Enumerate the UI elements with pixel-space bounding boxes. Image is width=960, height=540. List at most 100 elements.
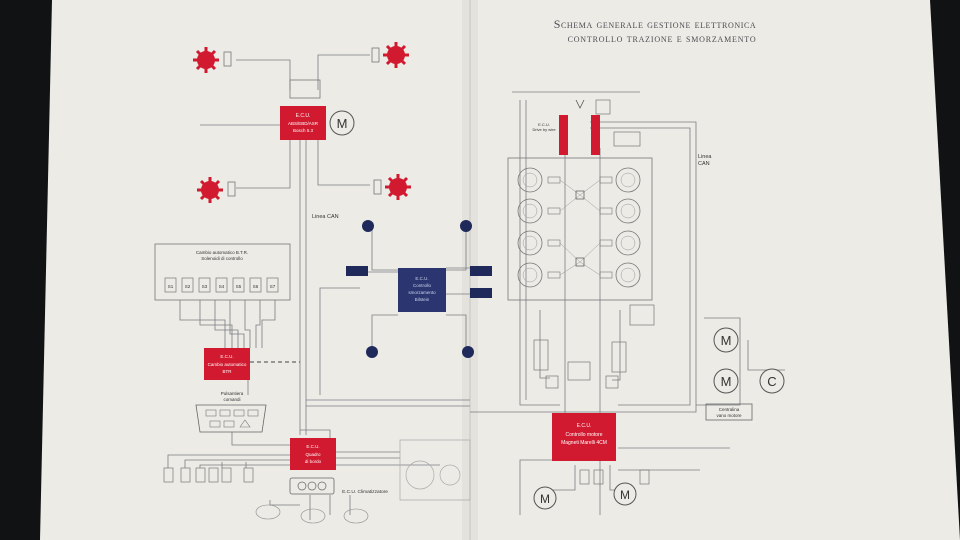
cylinder bbox=[615, 230, 641, 256]
cambio-solenoid-box: Cambio automatico B.T.R. Solenoidi di co… bbox=[154, 243, 291, 301]
harness-line bbox=[559, 242, 581, 263]
harness-line bbox=[579, 242, 601, 263]
ecu-motore-line1: E.C.U. bbox=[577, 423, 592, 429]
solenoid-label: S4 bbox=[219, 284, 225, 289]
ecu-motore-line2: Controllo motore bbox=[566, 432, 603, 438]
label-linea-can-right-1: Linea bbox=[698, 154, 712, 160]
solenoid-label: S3 bbox=[202, 284, 208, 289]
engine-cylinders bbox=[517, 167, 641, 288]
brochure-paper bbox=[40, 0, 960, 540]
cylinder-inner bbox=[522, 172, 538, 188]
ecu-cambio-line2: Cambio automatico bbox=[208, 362, 247, 367]
harness-line bbox=[579, 194, 601, 212]
ecu-quadro-line1: E.C.U. bbox=[306, 444, 319, 449]
cylinder-inner bbox=[620, 203, 636, 219]
ecu-smorzamento-line2: Controllo bbox=[413, 283, 432, 288]
cylinder bbox=[615, 262, 641, 288]
cylinder bbox=[517, 262, 543, 288]
ecu-smorzamento-line4: Bilstein bbox=[415, 297, 430, 302]
ecu-abs: E.C.U. ABS/EBD/ASR Bosch 5.3 bbox=[280, 79, 326, 140]
solenoid-box bbox=[232, 277, 245, 293]
ac-compressor: C bbox=[759, 368, 785, 394]
label-linea-can-right-2: CAN bbox=[698, 161, 710, 167]
ecu-cambio-line3: BTR bbox=[223, 369, 233, 374]
ecu-quadro-line2: Quadro bbox=[305, 452, 321, 457]
fan-motor-upper-symbol: M bbox=[721, 333, 732, 348]
solenoid-label: S1 bbox=[168, 284, 174, 289]
ecu-smorzamento: E.C.U. Controllo smorzamento Bilstein bbox=[398, 268, 446, 312]
motor-bottom-right-symbol: M bbox=[620, 488, 630, 502]
motor-bottom-right: M bbox=[613, 482, 637, 506]
ecu-motore-line3: Magneti Marelli 4CM bbox=[561, 440, 607, 446]
ecu-smorzamento-line1: E.C.U. bbox=[415, 276, 428, 281]
motor-bottom-left: M bbox=[533, 486, 557, 510]
label-linea-can-left: Linea CAN bbox=[312, 214, 339, 220]
cylinder-inner bbox=[620, 172, 636, 188]
ecu-abs-line1: E.C.U. bbox=[296, 113, 311, 119]
cambio-box-title2: Solenoidi di controllo bbox=[201, 256, 243, 261]
wheel-sensor-rear-left bbox=[197, 177, 236, 203]
instrument-cluster bbox=[399, 439, 471, 501]
ecu-quadro-line3: di bordo bbox=[305, 459, 322, 464]
cylinder-inner bbox=[620, 267, 636, 283]
damper-actuators bbox=[362, 220, 474, 358]
engine-peripheral-components bbox=[533, 339, 650, 485]
ecu-drive-by-wire: E.C.U. Drive by wire bbox=[532, 99, 641, 155]
ecu-climatizzatore: E.C.U. Climatizzatore bbox=[255, 477, 388, 524]
cylinder bbox=[615, 198, 641, 224]
cylinder-inner bbox=[522, 235, 538, 251]
fan-motor-upper: M bbox=[713, 327, 739, 353]
cylinder-inner bbox=[522, 203, 538, 219]
abs-pump-motor: M bbox=[329, 110, 355, 136]
cylinder bbox=[615, 167, 641, 193]
ecu-quadro: E.C.U. Quadro di bordo bbox=[290, 438, 336, 470]
damping-sensor-boxes bbox=[346, 266, 492, 298]
cylinder bbox=[517, 230, 543, 256]
abs-pump-motor-symbol: M bbox=[337, 116, 348, 131]
wheel-sensor-front-right bbox=[371, 42, 409, 68]
solenoid-label: S7 bbox=[270, 284, 276, 289]
engine-sensor bbox=[575, 257, 585, 267]
ecu-abs-line2: ABS/EBD/ASR bbox=[288, 121, 319, 126]
pulsantiera-comandi: Pulsantiera comandi bbox=[195, 391, 267, 433]
centralina-line2: vano motore bbox=[716, 413, 742, 418]
engine-block bbox=[507, 157, 655, 326]
ecu-cambio-line1: E.C.U. bbox=[220, 354, 233, 359]
diagram-title-line1: Schema generale gestione elettronica bbox=[554, 17, 757, 31]
diagram-title-line2: controllo trazione e smorzamento bbox=[568, 33, 757, 45]
solenoid-box bbox=[181, 277, 194, 293]
solenoid-box bbox=[215, 277, 228, 293]
ecu-abs-line3: Bosch 5.3 bbox=[293, 128, 314, 133]
ac-compressor-symbol: C bbox=[767, 374, 776, 389]
solenoid-label: S5 bbox=[236, 284, 242, 289]
solenoid-box bbox=[266, 277, 279, 293]
wheel-sensor-front-left bbox=[193, 47, 232, 73]
switch-sensors-row bbox=[163, 467, 254, 483]
pulsantiera-line2: comandi bbox=[223, 397, 240, 402]
harness-line bbox=[559, 179, 581, 196]
right-wiring bbox=[470, 91, 785, 515]
harness-line bbox=[579, 261, 601, 276]
cylinder-inner bbox=[522, 267, 538, 283]
engine-sensor bbox=[575, 190, 585, 200]
centralina-vano-motore: Centralina vano motore bbox=[705, 403, 753, 421]
harness-line bbox=[559, 194, 581, 212]
left-wiring bbox=[167, 54, 470, 520]
ecu-motore: E.C.U. Controllo motore Magneti Marelli … bbox=[552, 413, 616, 461]
solenoid-box bbox=[198, 277, 211, 293]
cambio-box-title1: Cambio automatico B.T.R. bbox=[196, 250, 248, 255]
solenoid-box bbox=[164, 277, 177, 293]
drive-by-wire-line2: Drive by wire bbox=[532, 127, 556, 132]
wheel-sensor-rear-right bbox=[373, 174, 411, 200]
solenoid-box bbox=[249, 277, 262, 293]
solenoid-label: S6 bbox=[253, 284, 259, 289]
cylinder bbox=[517, 198, 543, 224]
motor-bottom-left-symbol: M bbox=[540, 492, 550, 506]
pulsantiera-line1: Pulsantiera bbox=[221, 391, 244, 396]
ecu-climatizzatore-label: E.C.U. Climatizzatore bbox=[342, 489, 388, 495]
centralina-line1: Centralina bbox=[719, 407, 740, 412]
cylinder-inner bbox=[620, 235, 636, 251]
ecu-smorzamento-line3: smorzamento bbox=[408, 290, 436, 295]
